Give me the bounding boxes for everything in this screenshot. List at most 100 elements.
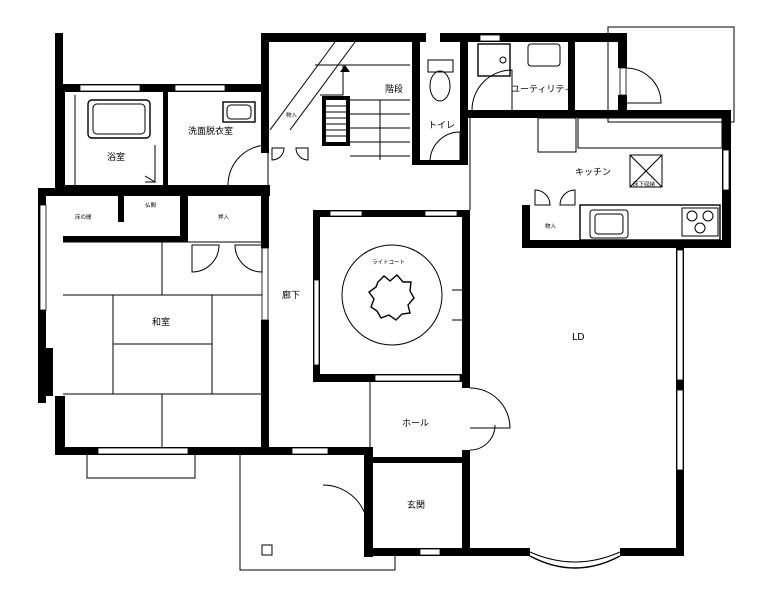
porch-post — [261, 544, 273, 556]
burner-2 — [702, 210, 714, 222]
wall-washitsu-right-lower — [261, 320, 269, 455]
wall-washitsu-right-upper — [261, 188, 269, 248]
utility-drain — [499, 56, 507, 64]
label-butsuma: 仏間 — [145, 202, 157, 209]
stair-treads — [326, 99, 410, 160]
fixtures: 床下収納 — [74, 43, 723, 346]
wall-fragment-left — [55, 33, 63, 88]
wall-right-stub-2 — [618, 95, 627, 117]
wash-basin-inner — [226, 104, 252, 120]
tatami — [63, 118, 471, 461]
burner-1 — [686, 210, 698, 222]
label-kitchen: キッチン — [575, 167, 611, 178]
wash-basin — [222, 101, 256, 123]
label-oshiire: 押入 — [218, 213, 230, 221]
burner-3 — [694, 222, 706, 234]
kitchen-fridge — [537, 117, 577, 153]
window-ld-right-1 — [676, 249, 684, 381]
wall-storage-left — [522, 205, 530, 248]
label-ld: LD — [572, 332, 585, 343]
stairs-diagonal-2 — [289, 41, 356, 131]
window-bath — [79, 84, 141, 92]
balcony-outline — [607, 26, 735, 123]
window-lc-top-2 — [424, 210, 458, 217]
window-lc-left — [313, 279, 320, 366]
bathtub — [87, 99, 151, 139]
exterior-outlines — [86, 26, 735, 571]
utility-washer — [527, 43, 561, 67]
stairs-arrow — [320, 65, 344, 96]
door-oshiire-1 — [191, 244, 220, 273]
label-lightcourt: ライトコート — [372, 259, 405, 266]
door-storage-2 — [295, 147, 309, 161]
door-kitchen-storage-1 — [534, 189, 551, 206]
window-ld-right-2 — [676, 389, 684, 471]
stairs: 階段 — [269, 41, 410, 160]
label-underfloor: 床下収納 — [633, 180, 656, 188]
kitchen-counter — [579, 204, 721, 241]
wall-bath-top — [55, 84, 267, 92]
bay-window — [529, 555, 621, 569]
wall-storage-bottom — [522, 240, 580, 248]
wall-ld-bottom-right — [620, 548, 684, 556]
wall-wash-right — [261, 33, 269, 153]
windows — [39, 34, 730, 569]
label-entrance: 玄関 — [407, 499, 425, 511]
wall-washitsu-left-lower — [55, 396, 65, 454]
door-hall-ld-2 — [469, 424, 496, 451]
wall-bath-wash — [163, 88, 168, 186]
bay-window-inner — [529, 551, 621, 563]
wall-top-right — [440, 33, 626, 42]
wall-tokonoma — [118, 192, 124, 222]
wall-stairs-right — [412, 33, 420, 163]
wall-ld-bottom-left — [465, 548, 530, 556]
door-storage-1 — [271, 147, 285, 161]
window-lc-top-1 — [329, 210, 363, 217]
window-corridor — [261, 247, 269, 321]
label-hall: ホール — [402, 418, 429, 429]
label-washitsu: 和室 — [152, 316, 170, 328]
wall-ld-left-upper — [462, 210, 470, 388]
stairs-arrowhead — [340, 65, 350, 72]
wall-lightcourt-top — [313, 210, 468, 217]
kitchen-upper-cabinet — [577, 117, 723, 149]
stairs-landing-inner — [326, 100, 346, 142]
window-washitsu-bottom — [97, 447, 189, 455]
label-stairs: 階段 — [385, 83, 403, 95]
toilet-tank — [427, 59, 454, 73]
bath-door-swing — [144, 175, 157, 183]
stairs-diagonal-1 — [269, 41, 336, 131]
wall-washitsu-top — [38, 188, 270, 196]
underfloor-hatch — [629, 154, 663, 188]
window-wash — [174, 84, 226, 92]
label-toilet: トイレ — [428, 121, 455, 131]
door-entrance — [322, 484, 369, 531]
wall-alcove-bottom — [63, 236, 187, 242]
window-washitsu-left — [39, 204, 47, 311]
wall-top-right-stub — [618, 33, 627, 68]
label-utility: ユーティリティ — [511, 84, 573, 95]
wall-bath-left — [55, 84, 65, 189]
wall-kitchen-top — [468, 110, 730, 118]
window-balcony — [619, 67, 627, 96]
wall-ld-left-lower — [462, 450, 470, 556]
wall-stairs-top — [261, 33, 426, 42]
kitchen-sink-inner — [594, 213, 624, 235]
wall-toilet-right — [460, 33, 468, 163]
window-corridor-bottom — [291, 447, 329, 455]
door-lightcourt — [452, 289, 466, 321]
wall-butsuma — [180, 192, 188, 242]
label-bathroom: 浴室 — [107, 151, 125, 163]
kitchen-stove — [681, 207, 719, 237]
wall-washitsu-window — [45, 348, 53, 396]
window-entrance — [419, 548, 441, 556]
toilet-bowl — [429, 70, 451, 102]
door-wash — [227, 144, 269, 186]
door-kitchen-storage-2 — [559, 189, 576, 206]
label-corridor: 廊下 — [282, 289, 300, 301]
window-lc-bottom — [374, 374, 461, 382]
wall-utility-right — [568, 42, 575, 114]
tree-icon — [368, 274, 415, 321]
door-oshiire-2 — [234, 244, 263, 273]
wall-entrance-bottom — [364, 548, 468, 556]
